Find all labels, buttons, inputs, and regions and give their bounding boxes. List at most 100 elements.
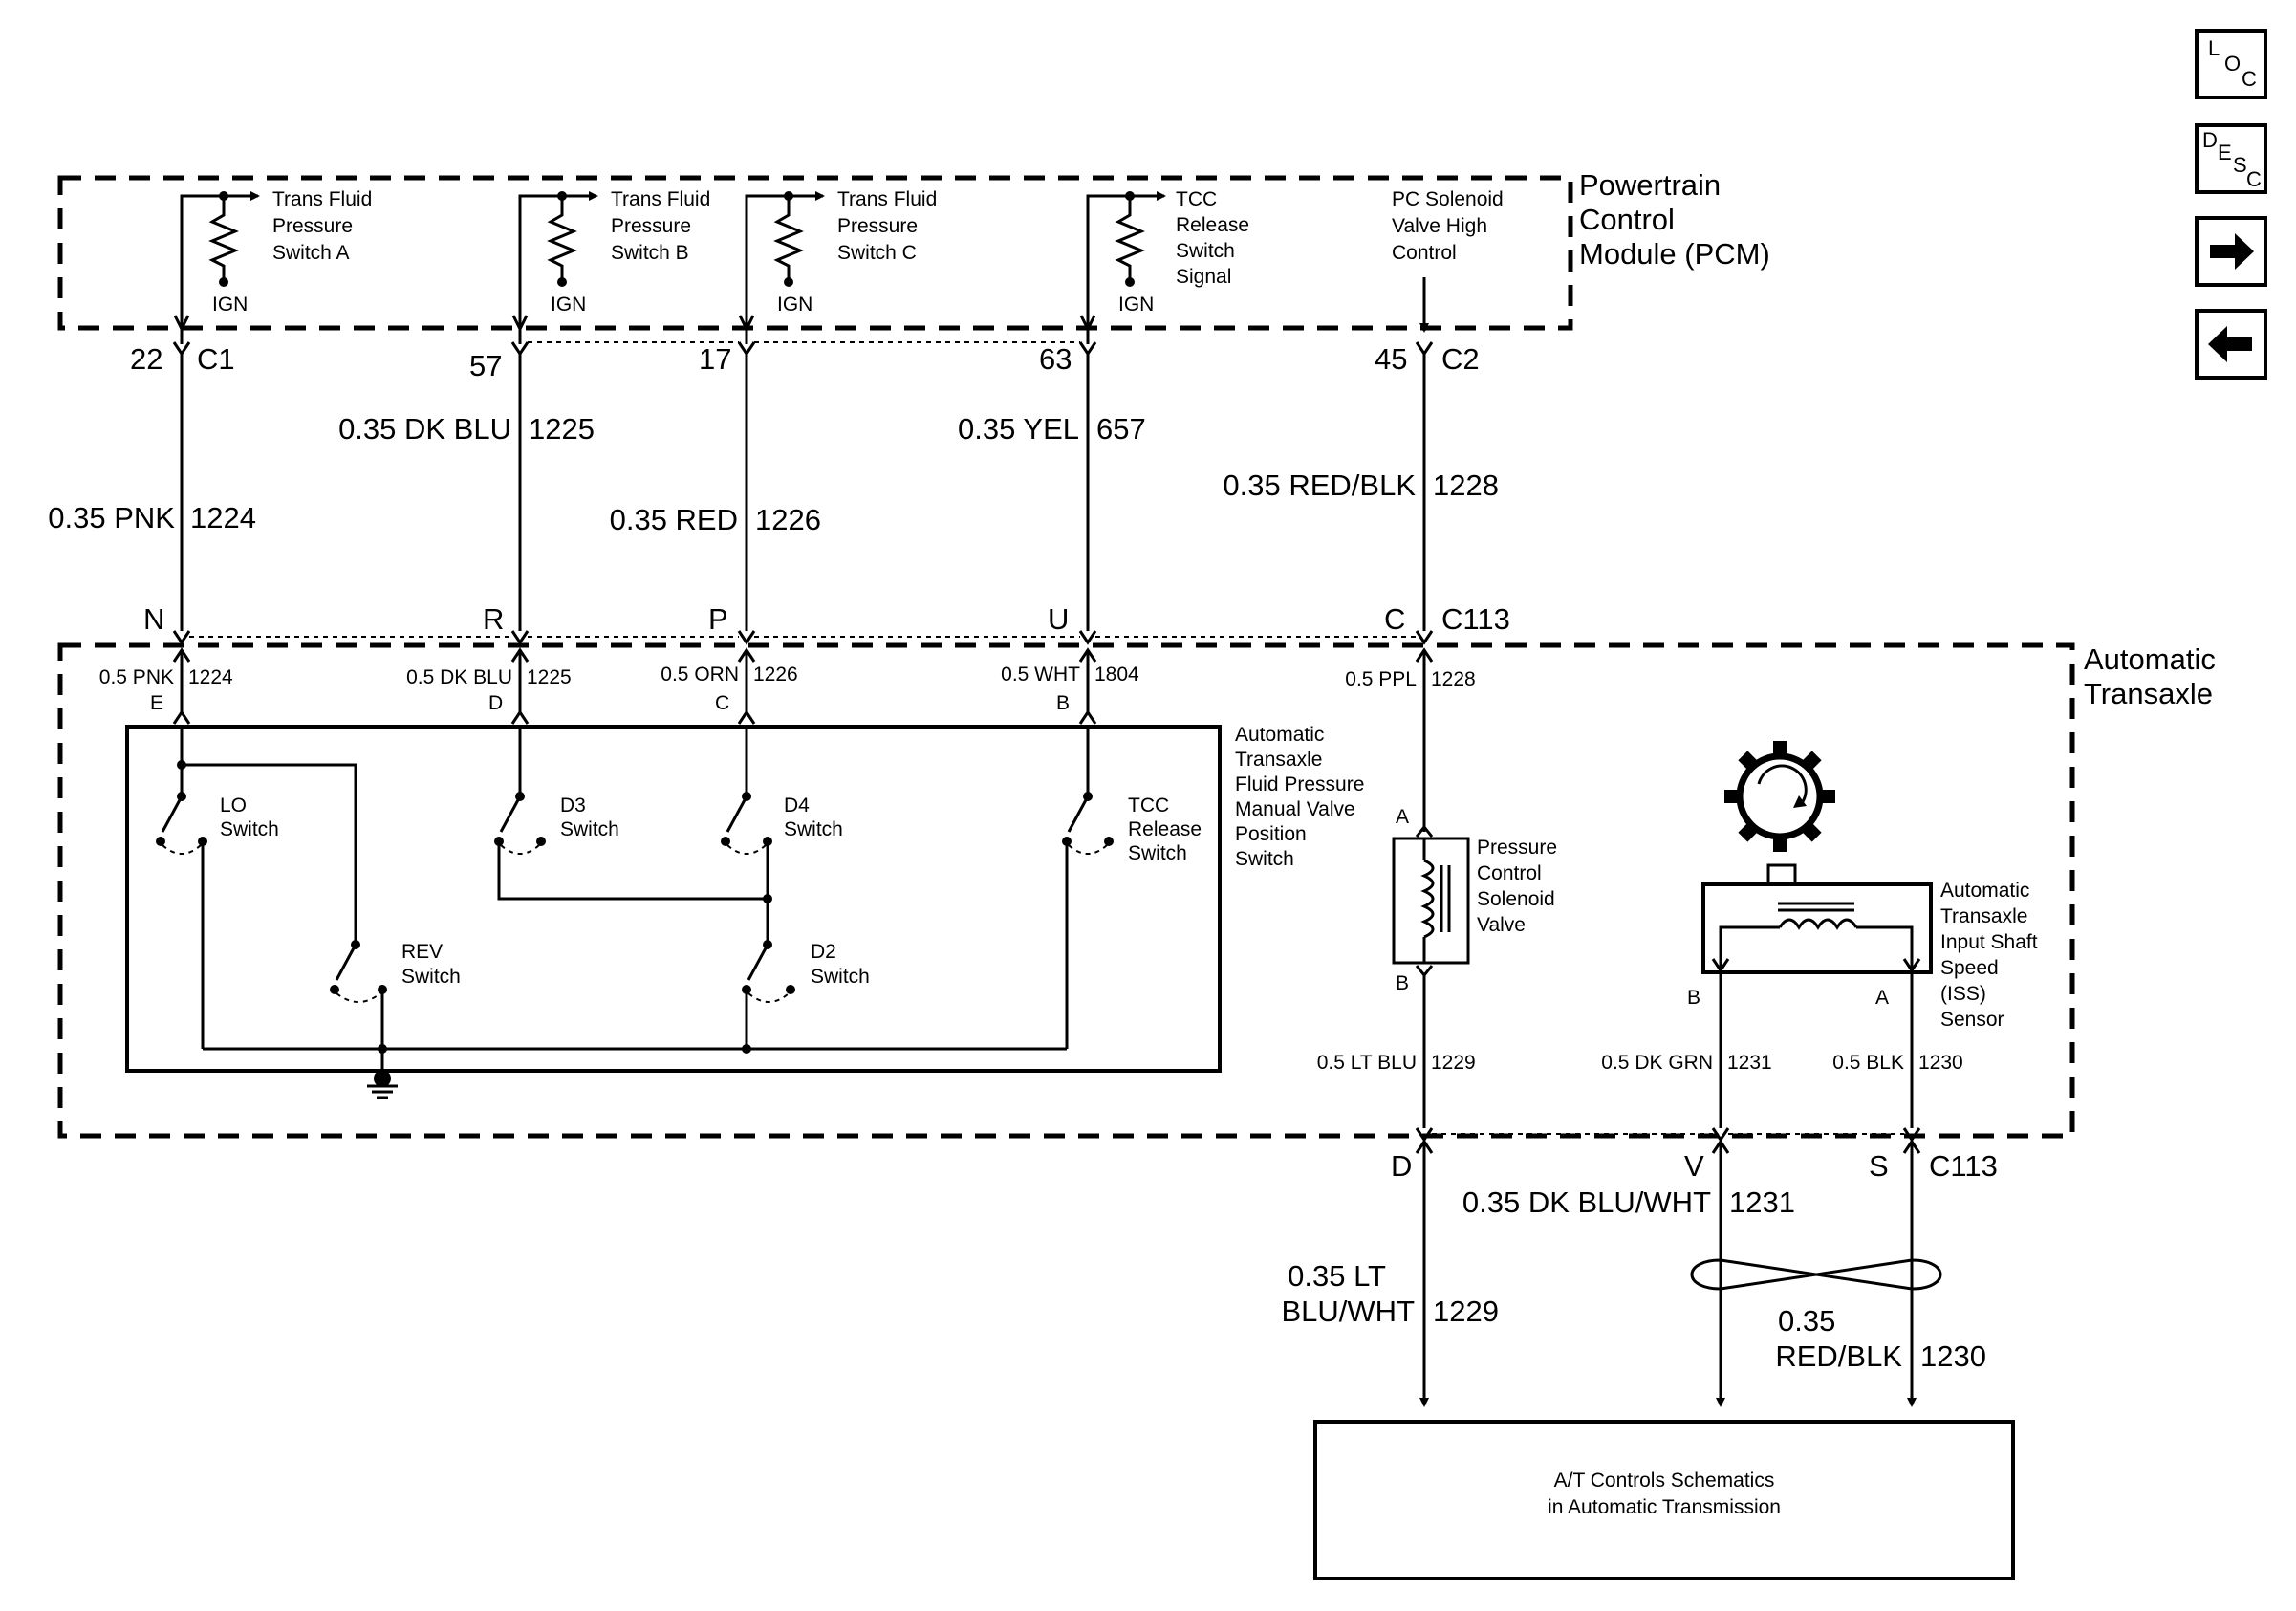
tcc-switch-label-2: Release bbox=[1128, 818, 1202, 840]
wire-1229-color-line1: 0.35 LT bbox=[1288, 1259, 1386, 1293]
switch-assembly-label-2: Transaxle bbox=[1235, 749, 1322, 771]
pcm-pin-63: 63 bbox=[1039, 342, 1072, 376]
wire-1230-color-line2: RED/BLK bbox=[1775, 1339, 1902, 1373]
switch-assembly-label-5: Position bbox=[1235, 823, 1307, 845]
iss-label-3: Input Shaft bbox=[1940, 931, 2038, 953]
pcm-input-a: IGN Trans Fluid Pressure Switch A bbox=[173, 188, 372, 344]
c113-pin-d: D bbox=[1391, 1149, 1412, 1183]
tcc-release-switch: TCC Release Switch bbox=[1062, 792, 1202, 1049]
c113-top-connector: N R P U C C113 bbox=[143, 602, 1510, 645]
loc-letter-o: O bbox=[2224, 52, 2241, 76]
pcs-label-1: Pressure bbox=[1477, 837, 1557, 859]
pcm-title-line1: Powertrain bbox=[1579, 168, 1721, 202]
ground-icon bbox=[367, 1049, 398, 1099]
wire-1224-color: 0.35 PNK bbox=[48, 501, 175, 534]
c113-bottom-label: C113 bbox=[1929, 1149, 1998, 1183]
iss-pin-b: B bbox=[1687, 987, 1700, 1009]
arrow-left-icon bbox=[2208, 326, 2252, 362]
manual-valve-position-switch: Automatic Transaxle Fluid Pressure Manua… bbox=[125, 724, 1364, 1099]
pcm-input-b-ign: IGN bbox=[551, 294, 586, 316]
pcm-connectors: 22 C1 57 17 63 45 C2 bbox=[130, 341, 1480, 382]
tcc-switch-label-1: TCC bbox=[1128, 795, 1169, 816]
pcm-input-c: IGN Trans Fluid Pressure Switch C bbox=[738, 188, 937, 344]
pcm-output-label-2: Valve High bbox=[1392, 215, 1487, 237]
rev-switch: REV Switch bbox=[330, 940, 461, 1049]
pcm-input-c-ign: IGN bbox=[777, 294, 812, 316]
loc-button[interactable]: L O C bbox=[2195, 29, 2267, 99]
wire-657-color: 0.35 YEL bbox=[958, 412, 1079, 446]
next-page-button[interactable] bbox=[2195, 216, 2267, 287]
pcm-output-pc-solenoid: PC Solenoid Valve High Control bbox=[1392, 188, 1504, 333]
pcm-title-line2: Control bbox=[1579, 203, 1675, 236]
pcm-output-label-3: Control bbox=[1392, 242, 1457, 264]
pcm-input-tcc-label-4: Signal bbox=[1176, 266, 1231, 288]
arrow-right-icon bbox=[2210, 233, 2254, 270]
c113-bottom-connector: D V S C113 bbox=[1391, 1127, 1998, 1183]
pcm-input-tcc-label-2: Release bbox=[1176, 214, 1249, 236]
pcm-output-label-1: PC Solenoid bbox=[1392, 188, 1504, 210]
pressure-control-solenoid: A B Pressure Control Solenoid Valve 0.5 … bbox=[1317, 806, 1557, 1128]
previous-page-button[interactable] bbox=[2195, 309, 2267, 380]
inner-pin-b: B bbox=[1056, 692, 1070, 714]
d4-switch-label-1: D4 bbox=[784, 795, 810, 816]
at-controls-schematics-link[interactable]: A/T Controls Schematics in Automatic Tra… bbox=[1313, 1420, 2015, 1580]
pcm-input-c-label-1: Trans Fluid bbox=[837, 188, 937, 210]
pcm-input-tcc-label-3: Switch bbox=[1176, 240, 1235, 262]
lo-switch-label-2: Switch bbox=[220, 818, 279, 840]
pcm-connector-c2: C2 bbox=[1441, 342, 1480, 376]
iss-sensor: Automatic Transaxle Input Shaft Speed (I… bbox=[1601, 741, 2038, 1128]
pcs-label-2: Control bbox=[1477, 862, 1542, 884]
inner-wire-1804-circuit: 1804 bbox=[1094, 664, 1139, 686]
inner-wire-1228-color: 0.5 PPL bbox=[1345, 668, 1417, 690]
pcm-input-b: IGN Trans Fluid Pressure Switch B bbox=[511, 188, 710, 344]
d3-switch: D3 Switch bbox=[494, 792, 768, 901]
switch-assembly-label-6: Switch bbox=[1235, 848, 1294, 870]
transaxle-housing: Automatic Transaxle bbox=[57, 642, 2216, 1139]
wire-1224-circuit: 1224 bbox=[190, 501, 256, 534]
wire-1226-circuit: 1226 bbox=[755, 503, 821, 536]
pcm-input-c-label-2: Pressure bbox=[837, 215, 918, 237]
desc-letter-c: C bbox=[2246, 167, 2262, 191]
desc-button[interactable]: D E S C bbox=[2195, 123, 2267, 194]
desc-letter-s: S bbox=[2233, 153, 2247, 177]
pcm-input-a-label-2: Pressure bbox=[272, 215, 353, 237]
inner-wire-1230-color: 0.5 BLK bbox=[1832, 1052, 1904, 1074]
inner-wire-1231-circuit: 1231 bbox=[1727, 1052, 1772, 1074]
wire-1225-color: 0.35 DK BLU bbox=[338, 412, 511, 446]
pcm-input-a-ign: IGN bbox=[212, 294, 248, 316]
inner-wire-1230-circuit: 1230 bbox=[1918, 1052, 1963, 1074]
transaxle-title-line1: Automatic bbox=[2084, 642, 2216, 676]
inner-wire-1224-color: 0.5 PNK bbox=[99, 666, 174, 688]
wire-1230-color-line1: 0.35 bbox=[1778, 1304, 1835, 1338]
switch-assembly-label-3: Fluid Pressure bbox=[1235, 773, 1364, 795]
pcm-module: Powertrain Control Module (PCM) bbox=[57, 168, 1770, 331]
c113-pin-p: P bbox=[708, 602, 728, 636]
destination-label-1: A/T Controls Schematics bbox=[1554, 1469, 1775, 1491]
c113-top-label: C113 bbox=[1441, 602, 1510, 636]
pcm-input-tcc-ign: IGN bbox=[1118, 294, 1154, 316]
switch-assembly-label-1: Automatic bbox=[1235, 724, 1324, 746]
pcm-input-c-label-3: Switch C bbox=[837, 242, 917, 264]
reluctor-wheel-icon bbox=[1724, 741, 1835, 852]
iss-label-2: Transaxle bbox=[1940, 905, 2027, 927]
lo-switch-label-1: LO bbox=[220, 795, 247, 816]
d2-switch: D2 Switch bbox=[742, 940, 870, 1054]
c113-pin-n: N bbox=[143, 602, 164, 636]
desc-letter-e: E bbox=[2218, 141, 2232, 164]
inner-wire-1804-color: 0.5 WHT bbox=[1001, 664, 1080, 686]
c113-pin-r: R bbox=[483, 602, 504, 636]
pcm-pin-45: 45 bbox=[1375, 342, 1407, 376]
inner-wire-1229-circuit: 1229 bbox=[1431, 1052, 1476, 1074]
inner-wire-1228-circuit: 1228 bbox=[1431, 668, 1476, 690]
pcm-title-line3: Module (PCM) bbox=[1579, 237, 1770, 271]
pcm-input-tcc-label-1: TCC bbox=[1176, 188, 1217, 210]
inner-pin-d: D bbox=[488, 692, 503, 714]
inner-wire-1231-color: 0.5 DK GRN bbox=[1601, 1052, 1713, 1074]
pcm-input-a-label-1: Trans Fluid bbox=[272, 188, 372, 210]
loc-letter-c: C bbox=[2242, 67, 2257, 91]
wire-1229-circuit: 1229 bbox=[1433, 1295, 1499, 1328]
wire-1230-circuit: 1230 bbox=[1920, 1339, 1986, 1373]
d4-switch: D4 Switch bbox=[721, 792, 843, 942]
iss-label-4: Speed bbox=[1940, 957, 1999, 979]
transaxle-title-line2: Transaxle bbox=[2084, 677, 2213, 710]
